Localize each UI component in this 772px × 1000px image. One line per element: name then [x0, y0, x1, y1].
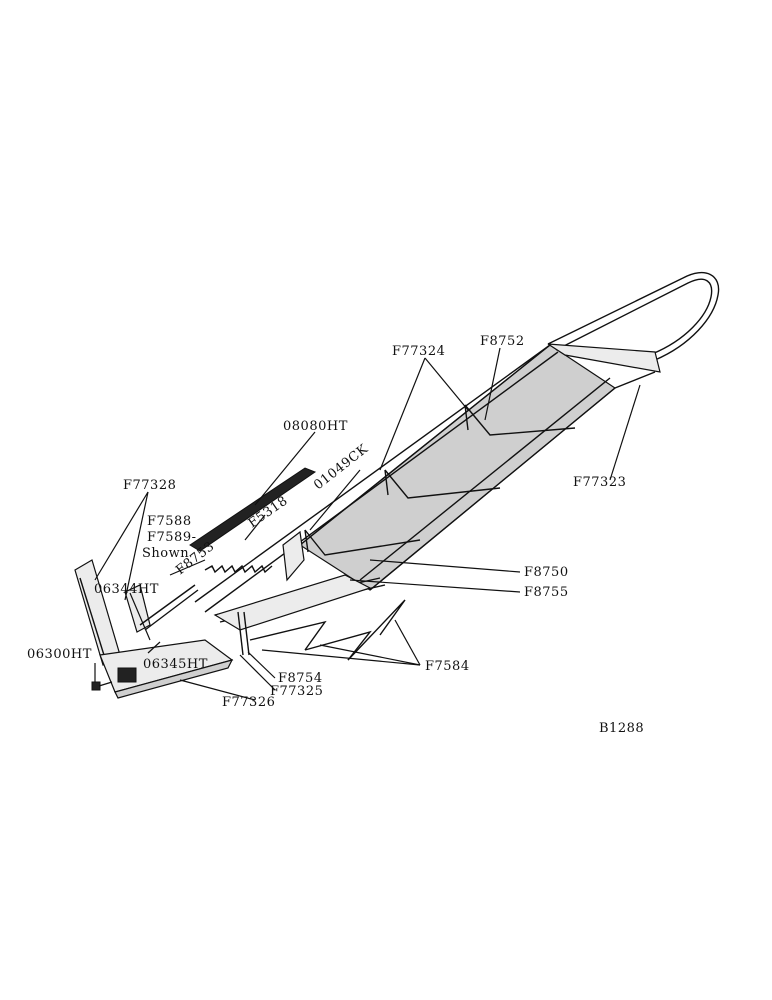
- label-08080ht: 08080HT: [283, 419, 348, 434]
- conveyor-trough: [194, 271, 720, 631]
- hopper-f77326: [99, 639, 234, 699]
- rod-f8754: [237, 611, 250, 656]
- label-f77328: F77328: [123, 478, 176, 493]
- label-f8754: F8754: [278, 671, 323, 686]
- bolt-06300ht: [91, 681, 113, 691]
- label-06300ht: 06300HT: [27, 647, 92, 662]
- spring-f5318: [204, 564, 273, 574]
- label-shown: Shown: [142, 546, 189, 561]
- label-01049ck: 01049CK: [311, 442, 371, 494]
- label-f7584: F7584: [425, 659, 470, 674]
- label-06344ht: 06344HT: [94, 582, 159, 597]
- angles-f7584: [249, 599, 406, 661]
- label-06345ht: 06345HT: [143, 657, 208, 672]
- label-f8750: F8750: [524, 565, 569, 580]
- label-f7589: F7589-: [147, 530, 197, 545]
- leader-lines: [94, 347, 641, 701]
- gusset-01049ck: [282, 530, 305, 582]
- label-f77324: F77324: [392, 344, 445, 359]
- label-f7588: F7588: [147, 514, 192, 529]
- figure-id: B1288: [599, 721, 644, 736]
- label-f8752: F8752: [480, 334, 525, 349]
- label-f77326: F77326: [222, 695, 275, 710]
- label-f77325: F77325: [270, 684, 323, 699]
- label-f77323: F77323: [573, 475, 626, 490]
- label-f8755: F8755: [524, 585, 569, 600]
- rod-f8753: [139, 584, 199, 631]
- strip-08080ht: [189, 467, 317, 552]
